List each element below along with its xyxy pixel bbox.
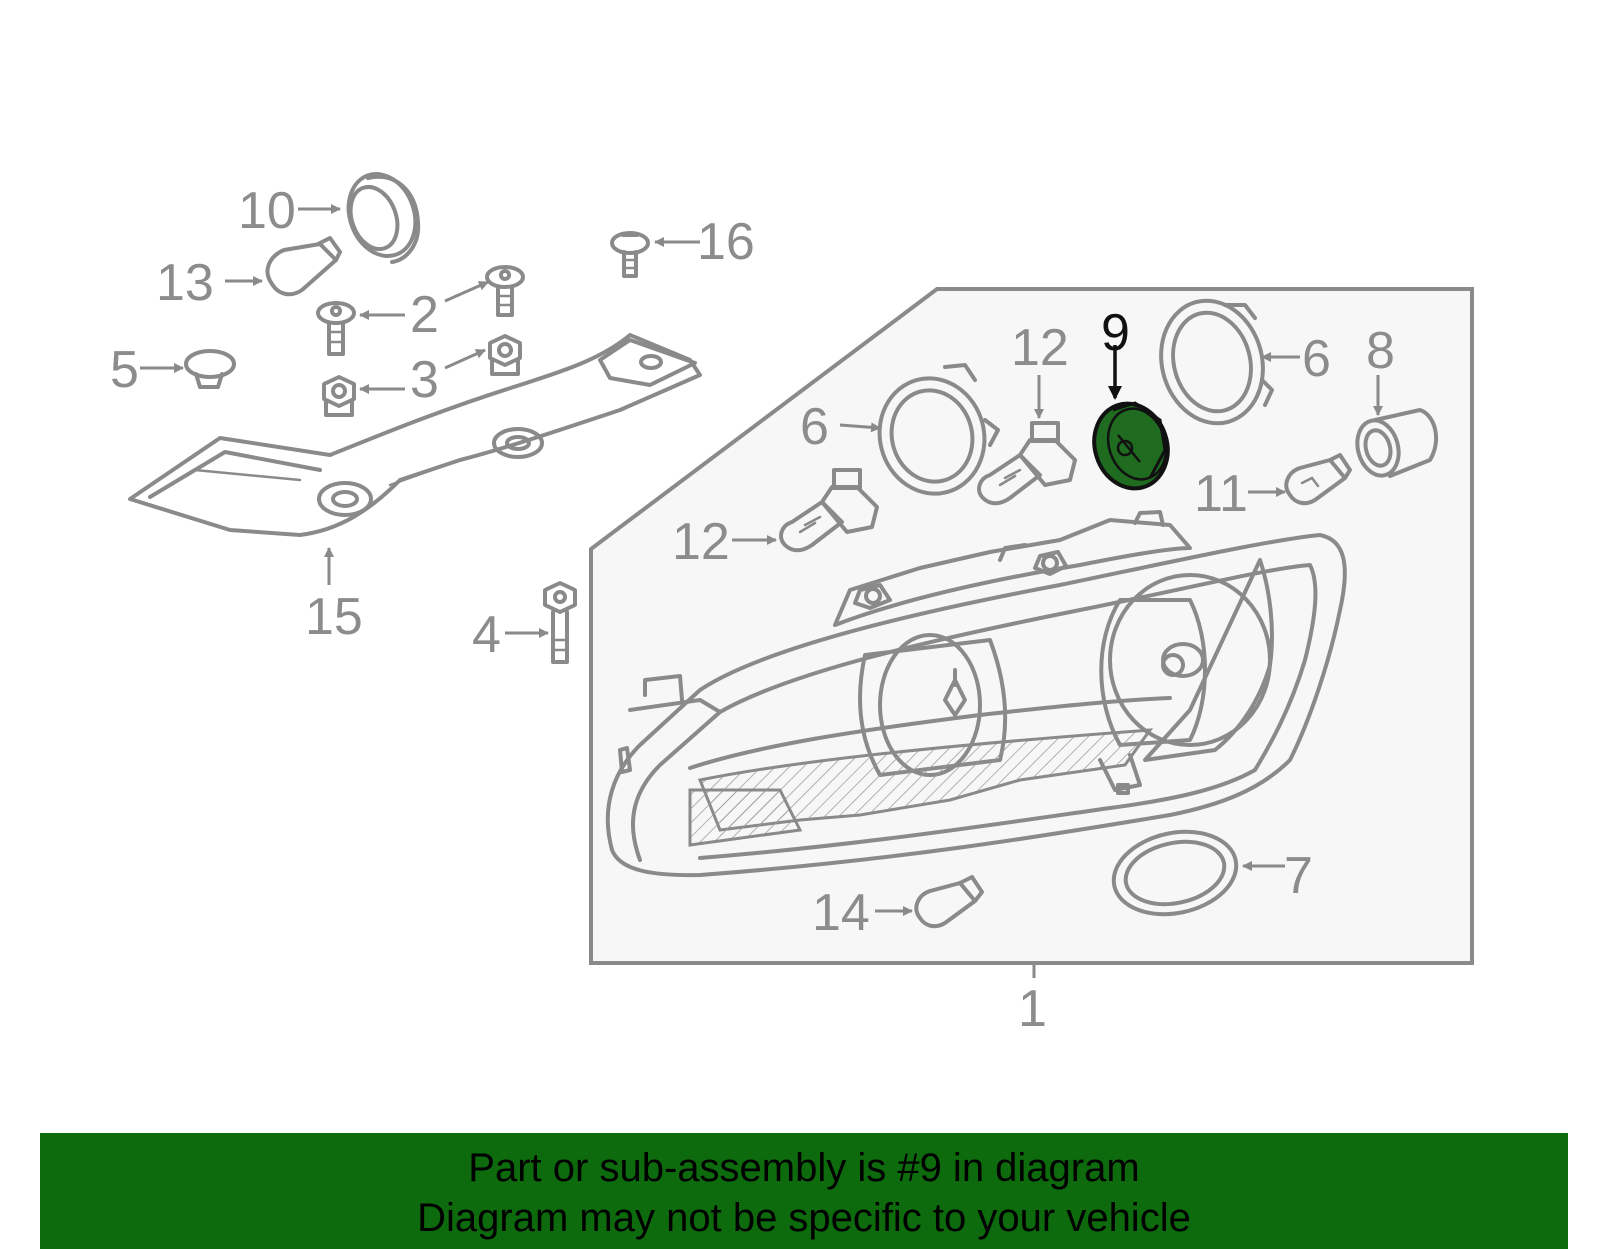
callout-14: 14 <box>812 884 870 942</box>
part-5-clip <box>184 349 236 389</box>
headlamp-assembly <box>605 510 1347 878</box>
callout-9: 9 <box>1101 304 1130 362</box>
callout-10: 10 <box>238 182 296 240</box>
part-10-grommet <box>346 172 421 264</box>
part-6-ring-right <box>1159 298 1274 426</box>
part-11-bulb <box>1284 453 1352 506</box>
arrow-3a <box>444 348 486 370</box>
callout-4: 4 <box>472 606 501 664</box>
part-15-bracket <box>128 333 702 537</box>
part-3-nut-b <box>322 375 356 417</box>
part-7-seal <box>1111 829 1239 917</box>
part-8-socket <box>1355 408 1439 478</box>
info-banner: Part or sub-assembly is #9 in diagram Di… <box>40 1133 1568 1249</box>
callout-6-left: 6 <box>800 398 829 456</box>
callout-7: 7 <box>1284 847 1313 905</box>
assembly-inset-box <box>589 287 1474 965</box>
callout-8: 8 <box>1366 322 1395 380</box>
callout-12-lower: 12 <box>672 513 730 571</box>
callout-3: 3 <box>410 351 439 409</box>
callout-5: 5 <box>110 341 139 399</box>
banner-line-part: Part or sub-assembly is #9 in diagram <box>468 1146 1140 1190</box>
part-6-ring-left <box>877 363 1000 496</box>
arrow-6-left <box>839 422 881 433</box>
callout-2: 2 <box>410 286 439 344</box>
callout-13: 13 <box>156 254 214 312</box>
part-4-bolt <box>543 581 577 664</box>
part-14-bulb <box>914 875 984 929</box>
part-16-screw <box>610 231 650 278</box>
banner-line-disclaimer: Diagram may not be specific to your vehi… <box>417 1196 1191 1240</box>
callout-11: 11 <box>1194 465 1248 523</box>
callout-6-right: 6 <box>1302 330 1331 388</box>
part-3-nut-a <box>488 334 522 376</box>
part-2-bolt-b <box>316 301 356 356</box>
callout-16: 16 <box>697 213 755 271</box>
part-2-bolt-a <box>485 265 525 317</box>
part-9-cap-highlighted <box>1092 401 1170 491</box>
part-13-bulb <box>265 236 342 297</box>
callout-15: 15 <box>305 588 363 646</box>
part-12-bulb-lower <box>779 468 879 553</box>
callout-12-upper: 12 <box>1011 319 1069 377</box>
arrow-2a <box>444 280 489 303</box>
part-12-bulb-upper <box>977 421 1077 506</box>
callout-1: 1 <box>1018 980 1047 1038</box>
